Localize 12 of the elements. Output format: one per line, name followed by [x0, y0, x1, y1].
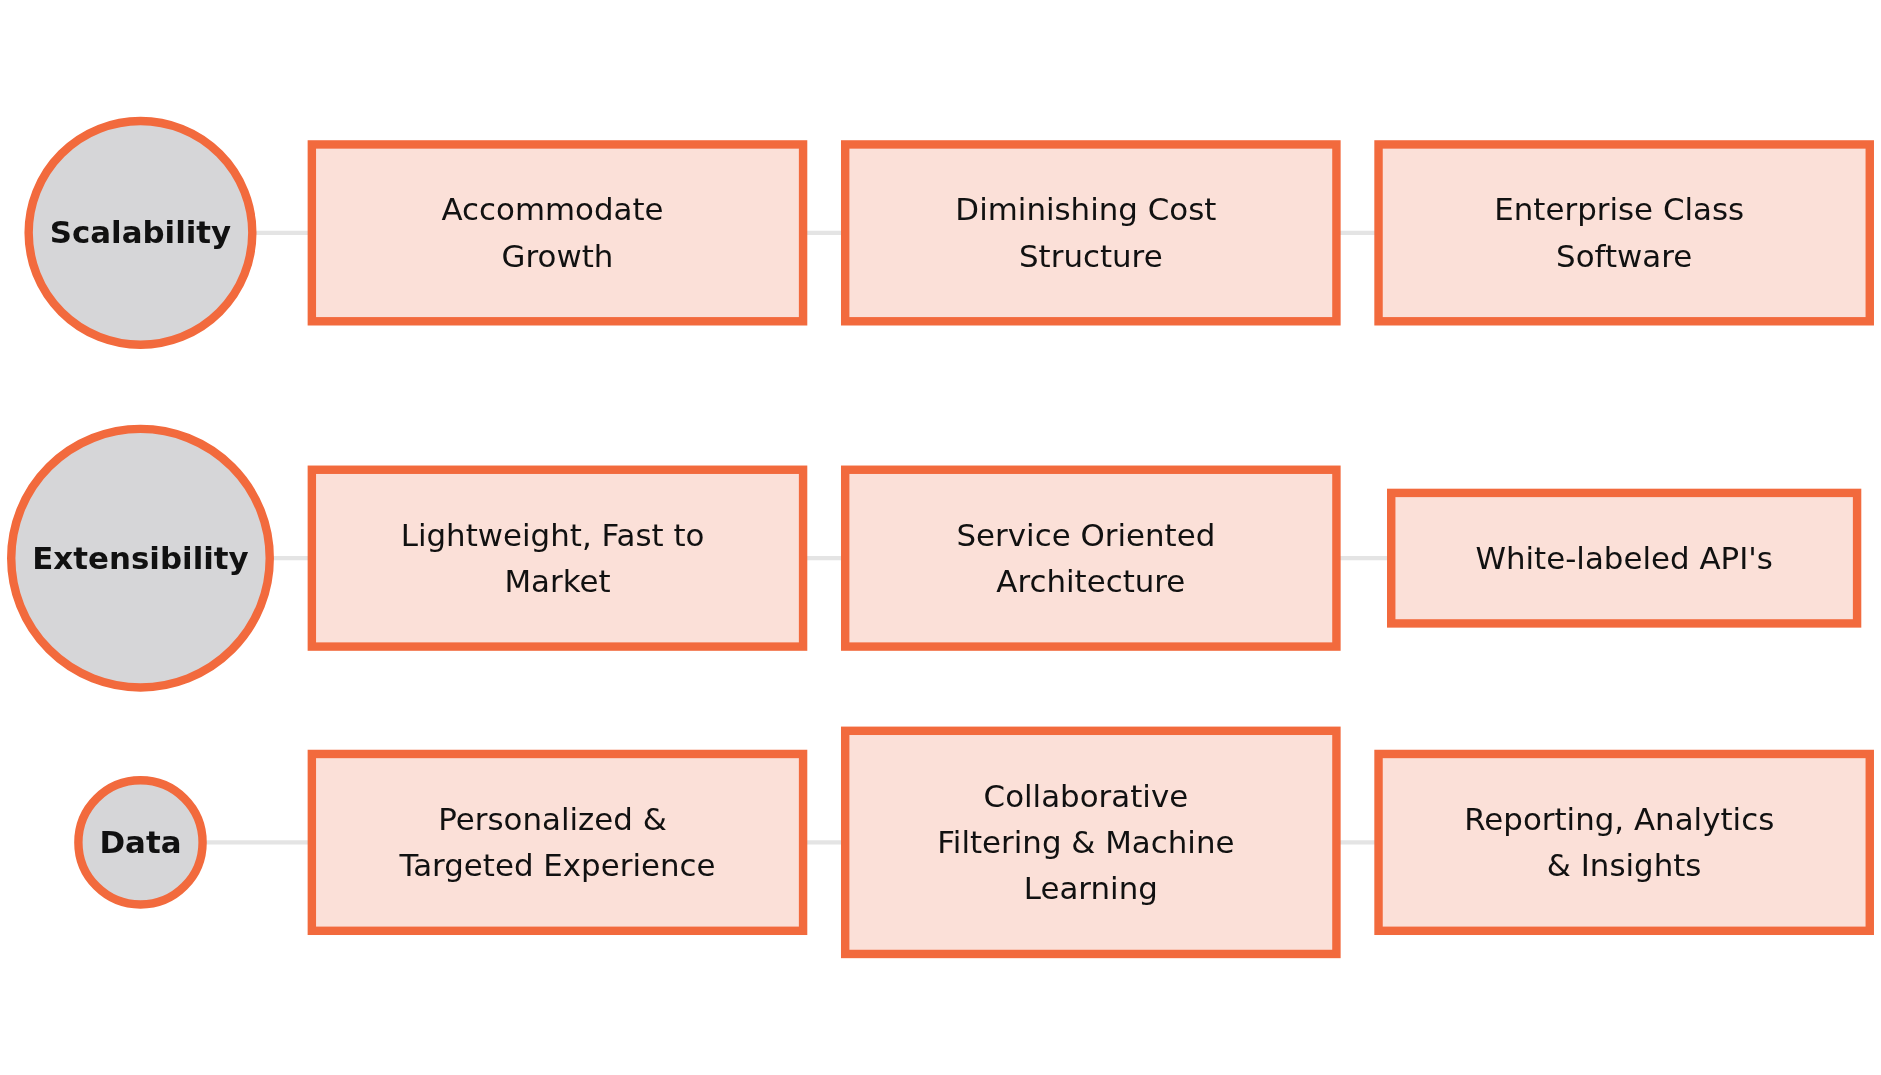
node-box: Reporting, Analytics & Insights [1374, 749, 1874, 935]
node-circle: Data [74, 776, 207, 909]
node-circle: Extensibility [7, 424, 274, 692]
node-box: Collaborative Filtering & Machine Learning [841, 726, 1341, 959]
node-box: Personalized & Targeted Experience [307, 749, 808, 935]
node-box: Service Oriented Architecture [841, 465, 1341, 651]
node-box: Lightweight, Fast to Market [307, 465, 808, 651]
node-box: White-labeled API's [1387, 488, 1862, 628]
node-box: Accommodate Growth [307, 140, 808, 326]
node-circle: Scalability [24, 116, 257, 349]
node-box: Enterprise Class Software [1374, 140, 1874, 326]
node-box: Diminishing Cost Structure [841, 140, 1341, 326]
